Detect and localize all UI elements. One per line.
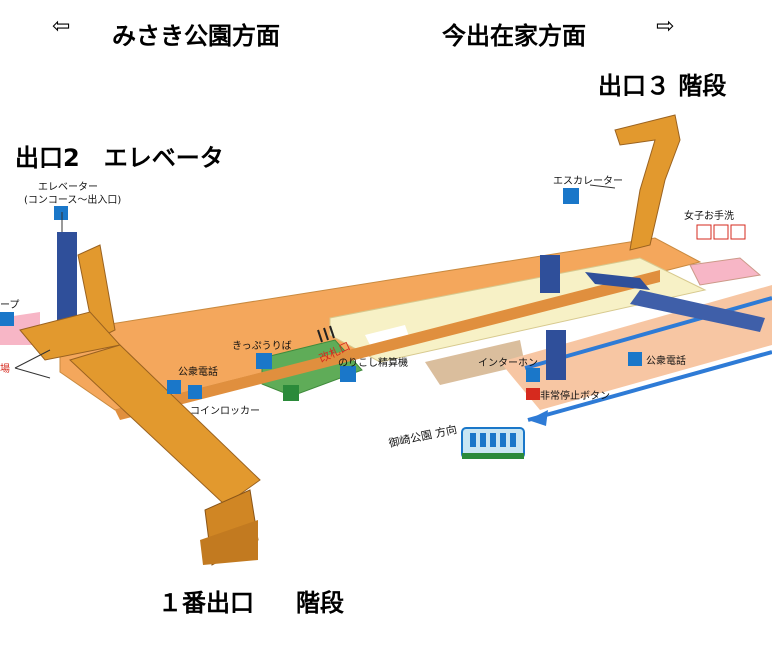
- pointer-red-1: [14, 349, 51, 369]
- escalator-band-1: [585, 272, 650, 290]
- emergency-button-icon: [526, 388, 540, 400]
- elevator-icon: [54, 206, 68, 220]
- phone-icon: [167, 380, 181, 394]
- escalator-band-2: [630, 290, 765, 332]
- direction-left: みさき公園方面: [112, 22, 280, 50]
- exit1-stairs-label: 階段: [296, 589, 344, 617]
- coin-locker-icon: [188, 385, 202, 399]
- exit1-floor: [200, 520, 258, 565]
- emergency-label: 非常停止ボタン: [540, 391, 610, 402]
- information-icon: [283, 385, 299, 401]
- elevator-label-2: (コンコース～出入口): [24, 195, 122, 206]
- escalator-label: エスカレーター: [553, 176, 623, 187]
- direction-right: 今出在家方面: [442, 22, 586, 50]
- pointer-escalator: [589, 184, 616, 189]
- public-phone-right-label: 公衆電話: [646, 356, 686, 367]
- interphone-icon: [526, 368, 540, 382]
- ticket-machine-icon: [256, 353, 272, 369]
- front-wall: [115, 270, 660, 420]
- elevator-label-1: エレベーター: [38, 182, 98, 193]
- exit1-ramp: [69, 344, 261, 506]
- exit3-stairs: [614, 114, 681, 251]
- toilet-area: [689, 257, 762, 286]
- track-arrow: [528, 410, 548, 426]
- exit2-label: 出口2 エレベータ: [15, 144, 224, 172]
- exit1-label: １番出口: [158, 589, 254, 617]
- partial-left-label: ープ: [0, 300, 20, 311]
- track-rail-1: [524, 296, 772, 370]
- train-icon: [461, 427, 525, 459]
- fare-adjust-icon: [340, 366, 356, 382]
- phone-icon-right: [628, 352, 642, 366]
- left-edge-icon: [0, 312, 14, 326]
- interphone-label: インターホン: [478, 358, 538, 369]
- public-phone-left-label: 公衆電話: [178, 367, 218, 378]
- fare-adjust-label: のりこし精算機: [338, 358, 408, 369]
- pointer-red-2: [14, 367, 51, 379]
- ticket-sales-label: きっぷうりば: [232, 341, 292, 352]
- left-arrow-icon: ⇦: [52, 14, 71, 39]
- escalator-icon: [563, 188, 579, 204]
- partial-red-label: 場: [0, 364, 10, 375]
- ticket-gate-lines: [317, 325, 335, 343]
- under-platform-shade: [425, 340, 525, 385]
- toilet-icon: [696, 224, 746, 240]
- right-arrow-icon: ⇨: [656, 14, 675, 39]
- exit3-label: 出口３ 階段: [598, 72, 727, 100]
- coin-locker-label: コインロッカー: [190, 406, 260, 417]
- track-rail-2: [527, 350, 772, 422]
- pillar-center: [540, 255, 560, 293]
- toilet-label: 女子お手洗: [684, 211, 734, 222]
- pillar-center-lower: [546, 330, 566, 380]
